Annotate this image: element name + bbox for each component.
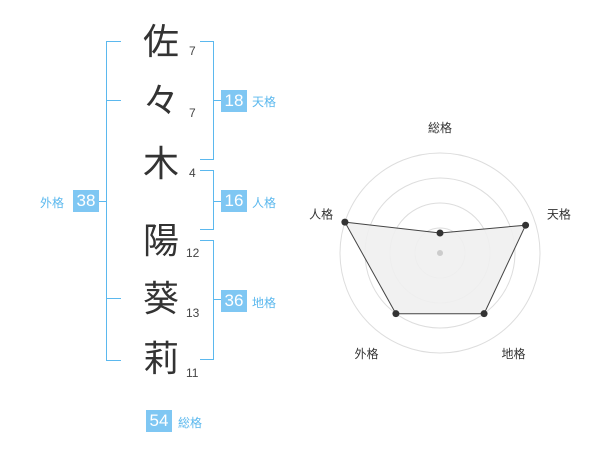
name-char-3: 木: [142, 144, 179, 185]
radar-point-1: [522, 221, 530, 229]
name-char-2: 々: [142, 81, 179, 122]
jinkaku-connector: [213, 201, 221, 202]
stroke-count-3: 4: [189, 166, 196, 180]
chikaku-connector: [213, 299, 221, 300]
radar-point-3: [392, 310, 400, 318]
stroke-count-1: 7: [189, 44, 196, 58]
radar-axis-label-1: 天格: [547, 206, 571, 221]
chikaku-bracket: [200, 240, 214, 360]
radar-area: [343, 221, 527, 315]
gaikaku-label: 外格: [40, 196, 65, 210]
tenkaku-bracket: [200, 41, 214, 160]
soukaku-label: 総格: [178, 416, 203, 430]
radar-point-4: [341, 218, 349, 226]
soukaku-value-badge: 54: [146, 410, 172, 432]
stroke-count-4: 12: [186, 246, 200, 260]
gaikaku-connector: [98, 201, 107, 202]
jinkaku-value-badge: 16: [221, 190, 247, 212]
radar-axis-label-0: 総格: [428, 120, 452, 135]
tenkaku-connector: [213, 100, 221, 101]
gaikaku-bracket-tick-lower: [106, 298, 121, 299]
gaikaku-bracket: [106, 41, 121, 361]
stroke-count-5: 13: [186, 306, 200, 320]
name-char-1: 佐: [142, 22, 179, 63]
radar-center-dot: [437, 250, 443, 256]
radar-axis-label-2: 地格: [501, 346, 525, 361]
stroke-count-6: 11: [186, 366, 199, 380]
tenkaku-value-badge: 18: [221, 90, 247, 112]
chikaku-label: 地格: [252, 296, 277, 310]
radar-point-2: [480, 310, 488, 318]
radar-ring-4: [339, 152, 541, 354]
tenkaku-label: 天格: [252, 95, 277, 109]
name-char-5: 葵: [142, 279, 179, 320]
radar-axis-label-4: 人格: [309, 206, 333, 221]
gaikaku-value-badge: 38: [73, 190, 99, 212]
name-char-4: 陽: [142, 221, 179, 262]
radar-point-0: [436, 229, 444, 237]
name-char-6: 莉: [142, 339, 179, 380]
chikaku-value-badge: 36: [221, 290, 247, 312]
stroke-count-2: 7: [189, 106, 196, 120]
radar-axis-label-3: 外格: [354, 346, 378, 361]
gaikaku-bracket-tick-upper: [106, 100, 121, 101]
jinkaku-bracket: [200, 170, 214, 230]
jinkaku-label: 人格: [252, 196, 277, 210]
